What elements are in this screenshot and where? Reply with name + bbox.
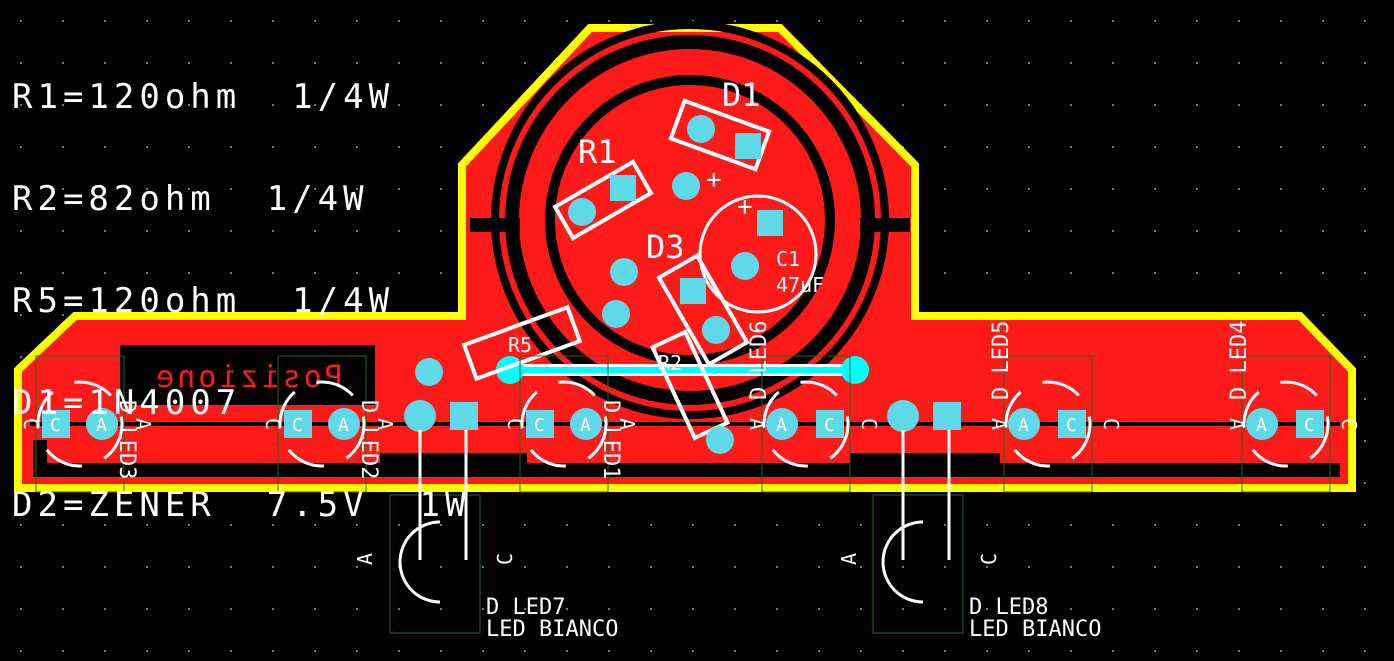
- svg-text:A: A: [353, 553, 377, 565]
- led-footprint-led3: A C A C D LED3: [19, 355, 155, 493]
- c1-ref: C1: [776, 247, 800, 271]
- main-trace: [496, 356, 869, 384]
- svg-text:A: A: [131, 418, 155, 430]
- diode-d3: D3: [610, 228, 750, 368]
- r5-label: R5: [508, 333, 532, 357]
- isolation-gaps: [33, 21, 1340, 477]
- led8-ref: D LED8: [969, 595, 1048, 620]
- svg-text:A: A: [580, 415, 591, 436]
- note-r5: R5=120ohm 1/4W: [12, 281, 395, 321]
- svg-text:C: C: [534, 415, 545, 436]
- led8: A C D LED8 LED BIANCO: [837, 400, 1101, 642]
- note-r2: R2=82ohm 1/4W: [12, 179, 369, 219]
- r2-label: R2: [658, 351, 682, 375]
- led-ref-label: D LED2: [356, 400, 381, 479]
- resistor-r5: R5: [415, 300, 630, 386]
- led-footprint-led5: A C A C D LED5: [987, 321, 1123, 493]
- svg-text:C: C: [50, 415, 61, 436]
- svg-text:A: A: [837, 553, 861, 565]
- svg-text:A: A: [1256, 415, 1267, 436]
- svg-text:A: A: [373, 418, 397, 430]
- svg-text:A: A: [96, 415, 107, 436]
- svg-text:A: A: [1225, 418, 1249, 430]
- svg-text:A: A: [1018, 415, 1029, 436]
- c1-value: 47uF: [776, 273, 824, 297]
- led7-value: LED BIANCO: [486, 617, 618, 642]
- svg-text:C: C: [857, 418, 881, 430]
- led-ref-label: D LED3: [114, 400, 139, 479]
- svg-text:C: C: [1099, 418, 1123, 430]
- led-footprint-led1: A C A C D LED1: [503, 355, 639, 493]
- posizione-label: Posizione: [153, 360, 343, 395]
- svg-text:C: C: [503, 418, 527, 430]
- diode-d1: D1: [668, 76, 772, 172]
- resistor-r2: R2: [649, 329, 734, 454]
- svg-text:A: A: [987, 418, 1011, 430]
- svg-text:C: C: [493, 553, 517, 565]
- led8-value: LED BIANCO: [969, 617, 1101, 642]
- posizione-box: [120, 345, 375, 405]
- svg-text:+: +: [737, 192, 753, 222]
- note-d2: D2=ZENER 7.5V 1W: [12, 485, 471, 525]
- note-d1: D1=1N4007: [12, 383, 242, 423]
- led7-ref: D LED7: [486, 595, 565, 620]
- svg-text:C: C: [1066, 415, 1077, 436]
- svg-text:C: C: [19, 418, 43, 430]
- resistor-r1: R1: [552, 133, 654, 241]
- svg-text:A: A: [615, 418, 639, 430]
- led-footprint-led4: A C A C D LED4: [1225, 321, 1361, 493]
- svg-text:C: C: [1337, 418, 1361, 430]
- led-footprint-led2: A C A C D LED2: [261, 355, 397, 493]
- ring-traces: [520, 50, 860, 390]
- component-notes: R1=120ohm 1/4W R2=82ohm 1/4W R5=120ohm 1…: [12, 12, 470, 556]
- r1-label: R1: [578, 133, 617, 171]
- d1-label: D1: [722, 76, 761, 114]
- svg-text:C: C: [261, 418, 285, 430]
- led-footprint-led6: A C A C D LED6: [745, 321, 881, 493]
- svg-text:A: A: [745, 418, 769, 430]
- led-ref-label: D LED1: [598, 400, 623, 479]
- led-ref-label: D LED5: [989, 321, 1014, 400]
- svg-text:C: C: [977, 553, 1001, 565]
- capacitor-c1: + + C1 47uF: [672, 165, 824, 314]
- note-r1: R1=120ohm 1/4W: [12, 77, 395, 117]
- svg-text:C: C: [1304, 415, 1315, 436]
- led-ref-label: D LED4: [1227, 321, 1252, 400]
- svg-text:A: A: [338, 415, 349, 436]
- d3-label: D3: [646, 228, 685, 266]
- svg-text:A: A: [776, 415, 787, 436]
- svg-text:+: +: [706, 165, 722, 195]
- led7: A C D LED7 LED BIANCO: [353, 400, 618, 642]
- led-ref-label: D LED6: [747, 321, 772, 400]
- svg-text:C: C: [824, 415, 835, 436]
- svg-text:C: C: [292, 415, 303, 436]
